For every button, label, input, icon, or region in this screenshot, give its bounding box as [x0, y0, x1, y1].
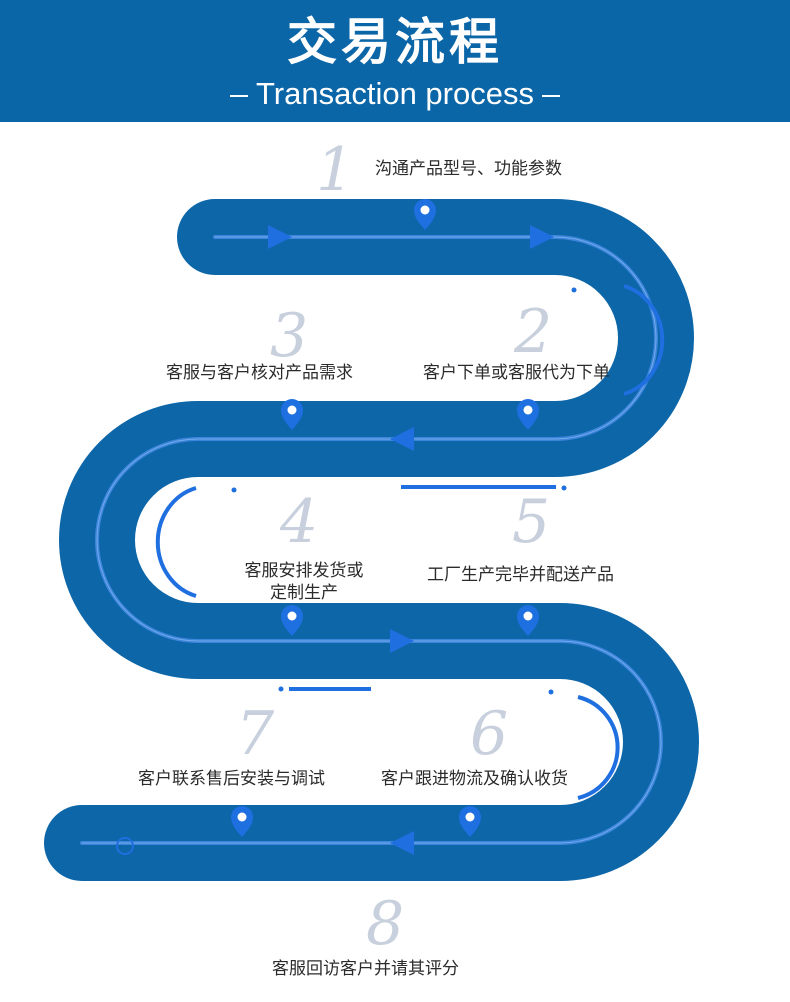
step-5-number: 5 [512, 487, 551, 557]
step-6-label: 客户跟进物流及确认收货 [381, 769, 568, 789]
step-1-label: 沟通产品型号、功能参数 [375, 159, 562, 179]
step-1-number: 1 [316, 135, 355, 205]
decor-dot [278, 686, 284, 692]
decor-dot [231, 487, 237, 493]
direction-arrow-icon [390, 629, 414, 653]
decor-arc-left [155, 486, 197, 598]
step-8-label: 客服回访客户并请其评分 [272, 959, 459, 979]
step-2-label: 客户下单或客服代为下单 [423, 363, 610, 383]
step-3-number: 3 [270, 301, 309, 371]
direction-arrow-icon [390, 427, 414, 451]
direction-arrow-icon [530, 225, 554, 249]
step-7-number: 7 [236, 699, 275, 769]
header-banner: 交易流程 Transaction process [0, 0, 790, 122]
subtitle-dash-right [541, 94, 560, 97]
step-8-number: 8 [366, 889, 405, 959]
decor-arc-right-2 [577, 695, 620, 800]
step-3-label: 客服与客户核对产品需求 [166, 363, 353, 383]
step-2-number: 2 [514, 297, 553, 367]
step-4-number: 4 [280, 487, 319, 557]
page-subtitle-text: Transaction process [256, 76, 534, 111]
decor-arc-right-1 [623, 284, 665, 396]
road-center-line [80, 235, 663, 845]
direction-arrow-icon [268, 225, 292, 249]
step-4-label-line2: 定制生产 [270, 583, 338, 603]
subtitle-dash-left [230, 94, 248, 97]
decor-dot [561, 485, 567, 491]
step-5-label: 工厂生产完毕并配送产品 [427, 565, 614, 585]
road-band [44, 199, 699, 881]
decor-dot [571, 287, 577, 293]
step-6-number: 6 [470, 699, 509, 769]
page-subtitle: Transaction process [0, 74, 790, 114]
end-circle-icon [116, 837, 134, 855]
step-7-label: 客户联系售后安装与调试 [138, 769, 325, 789]
direction-arrow-icon [390, 831, 414, 855]
decor-dot [548, 689, 554, 695]
page-title: 交易流程 [287, 13, 503, 71]
step-4-label: 客服安排发货或 定制生产 [229, 560, 379, 604]
step-4-label-line1: 客服安排发货或 [244, 561, 364, 581]
